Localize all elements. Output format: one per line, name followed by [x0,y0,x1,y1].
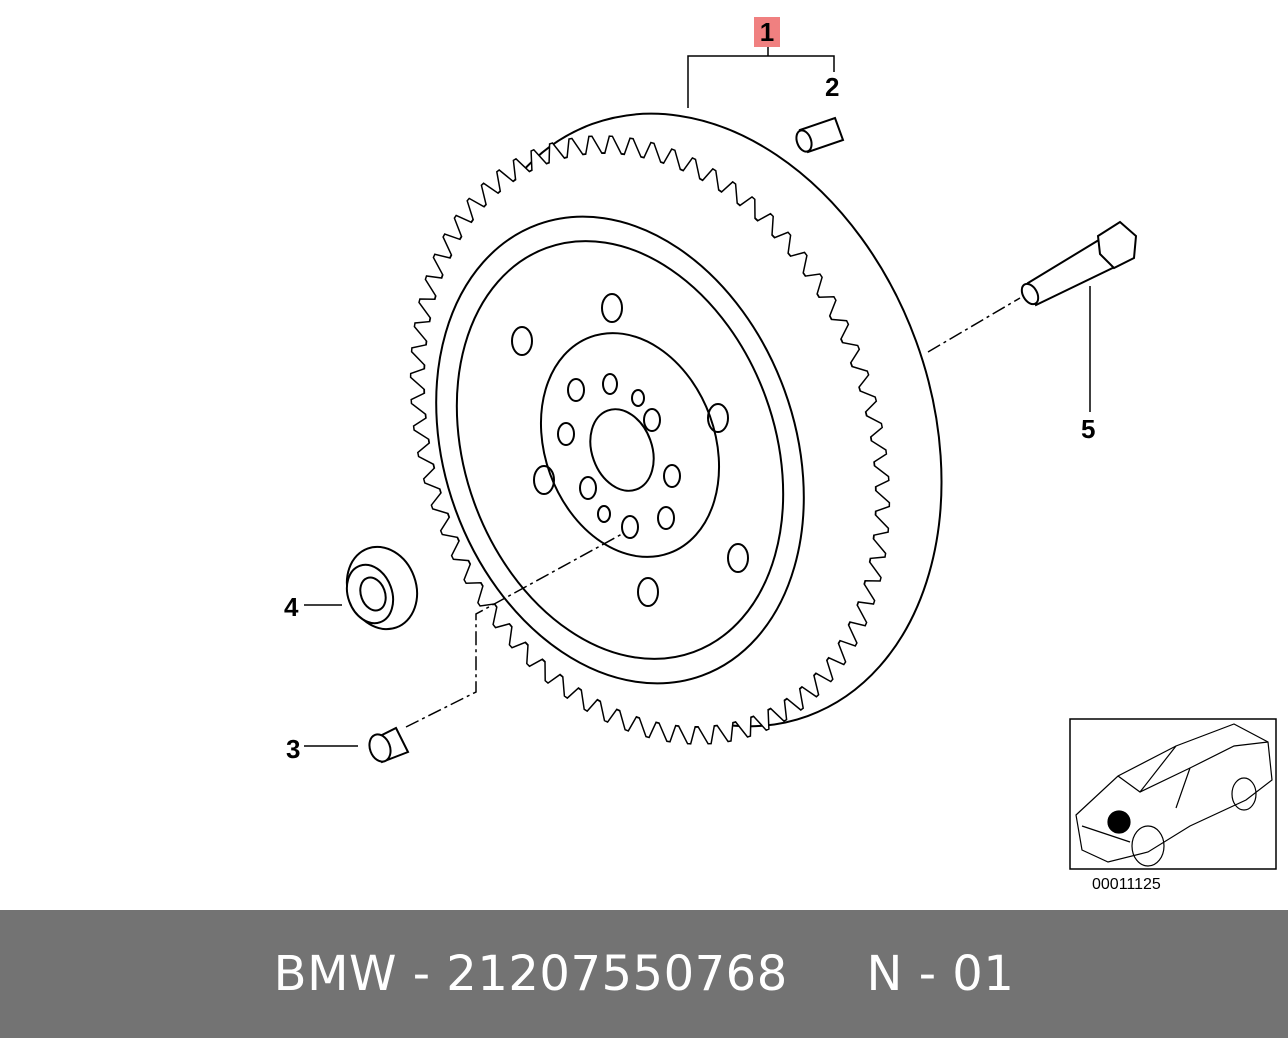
callout-3[interactable]: 3 [286,734,301,764]
ball-bearing-icon [345,545,419,631]
parts-diagram: 1 2 3 4 5 00011125 [284,17,1277,893]
footer-gap [788,946,867,1002]
footer-bar: BMW - 21207550768 N - 01 [0,910,1288,1038]
diagram-drawing [304,46,1277,870]
car-locator-icon [1075,723,1273,867]
footer-position: N - 01 [866,946,1015,1002]
footer-separator: - [396,946,447,1002]
dowel-pin-icon [795,116,845,154]
callout-1[interactable]: 1 [754,17,780,47]
footer-brand: BMW [273,946,397,1002]
callout-4[interactable]: 4 [284,592,299,622]
footer-part-number: 21207550768 [446,946,788,1002]
sleeve-icon [368,726,410,764]
bolt-icon [1020,220,1138,307]
callout-5[interactable]: 5 [1081,414,1096,444]
diagram-code: 00011125 [1092,876,1161,893]
callout-2[interactable]: 2 [825,72,840,102]
flywheel-icon [409,112,943,745]
